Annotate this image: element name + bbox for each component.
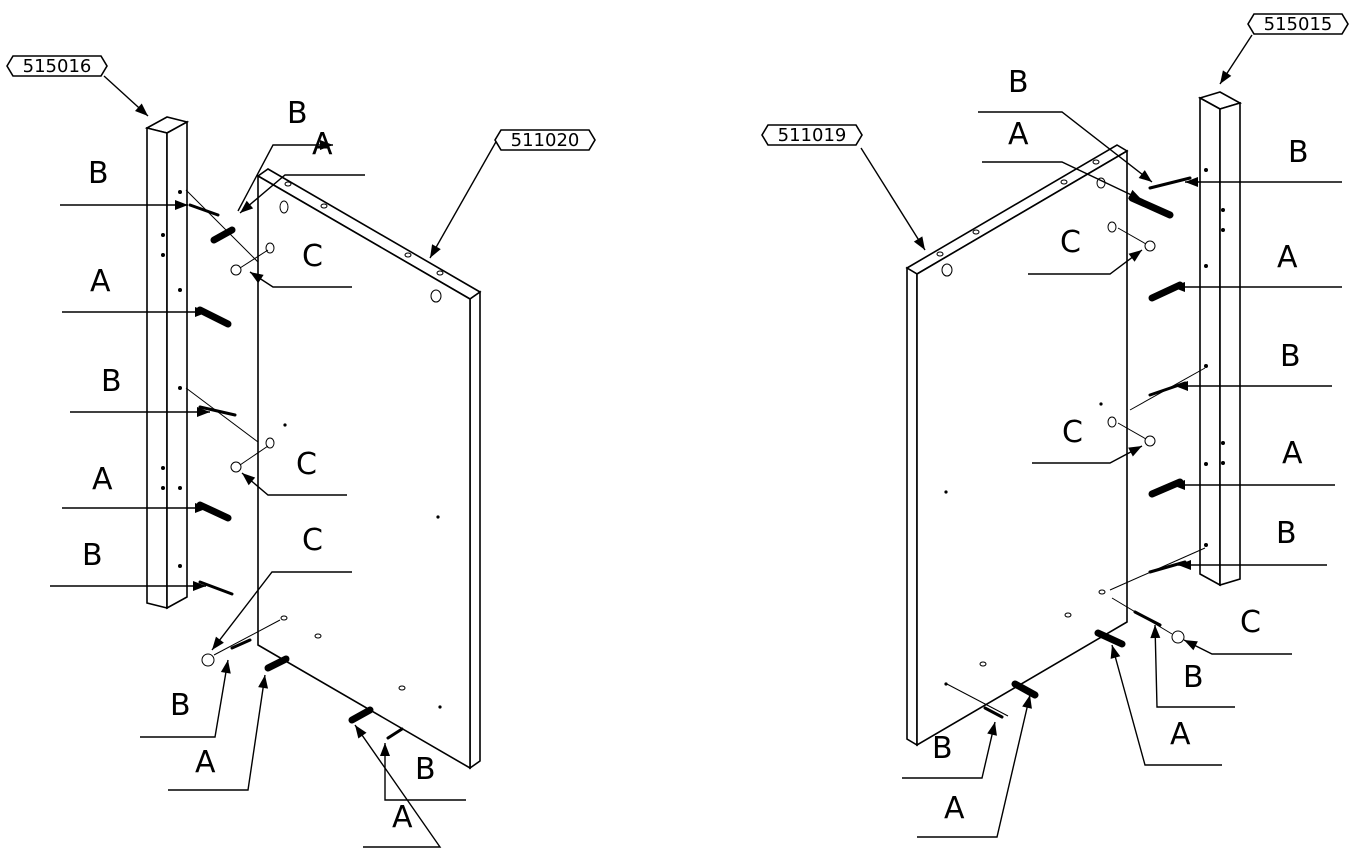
arrowhead bbox=[320, 140, 333, 150]
arrowhead bbox=[220, 660, 231, 674]
letter-b: B bbox=[1183, 660, 1204, 695]
arrowhead bbox=[197, 407, 210, 417]
letter-c: C bbox=[296, 447, 317, 482]
letter-b: B bbox=[1288, 135, 1309, 170]
letter-a: A bbox=[90, 264, 111, 299]
letter-c: C bbox=[1060, 225, 1081, 260]
letter-b: B bbox=[415, 752, 436, 787]
part-number-511019: 511019 bbox=[778, 125, 847, 146]
right-letters: B A B C A B C A B C B A B A bbox=[932, 65, 1309, 826]
arrowhead bbox=[193, 581, 206, 591]
arrowhead bbox=[1138, 170, 1152, 182]
letter-a: A bbox=[1008, 117, 1029, 152]
letter-b: B bbox=[170, 688, 191, 723]
arrowhead bbox=[913, 236, 925, 250]
arrowhead bbox=[240, 200, 254, 213]
arrowhead bbox=[380, 743, 390, 756]
left-fasteners bbox=[185, 189, 404, 740]
letter-b: B bbox=[287, 96, 308, 131]
letter-a: A bbox=[392, 800, 413, 835]
arrowhead bbox=[195, 307, 208, 317]
arrowhead bbox=[212, 636, 224, 650]
part-tag-515016: 515016 bbox=[6, 55, 108, 77]
letter-b: B bbox=[88, 156, 109, 191]
letter-c: C bbox=[302, 523, 323, 558]
letter-c: C bbox=[302, 239, 323, 274]
arrowhead bbox=[430, 244, 441, 258]
letter-b: B bbox=[1276, 516, 1297, 551]
left-assembly: B B A C A B C A C B B A B A 515016 51102… bbox=[6, 55, 596, 848]
part-tag-511020: 511020 bbox=[494, 129, 596, 151]
arrowhead bbox=[242, 473, 256, 486]
part-tag-515015: 515015 bbox=[1247, 13, 1349, 35]
arrowhead bbox=[1150, 625, 1161, 639]
part-tag-511019: 511019 bbox=[761, 124, 863, 146]
right-assembly: B A B C A B C A B C B A B A 511019 51501… bbox=[761, 13, 1349, 838]
right-post bbox=[1197, 91, 1243, 587]
letter-b: B bbox=[932, 731, 953, 766]
letter-c: C bbox=[1240, 605, 1261, 640]
letter-b: B bbox=[82, 538, 103, 573]
arrowhead bbox=[987, 722, 997, 736]
arrowhead bbox=[175, 200, 188, 210]
letter-b: B bbox=[101, 364, 122, 399]
letter-a: A bbox=[1170, 717, 1191, 752]
letter-a: A bbox=[944, 791, 965, 826]
leader-arrowheads bbox=[135, 70, 1232, 756]
arrowhead bbox=[195, 503, 208, 513]
arrowhead bbox=[1175, 381, 1188, 391]
arrowhead bbox=[1128, 250, 1142, 262]
letter-b: B bbox=[1280, 339, 1301, 374]
arrowhead bbox=[1184, 640, 1198, 651]
arrowhead bbox=[1172, 282, 1185, 292]
letter-b: B bbox=[1008, 65, 1029, 100]
arrowhead bbox=[258, 675, 269, 689]
arrowhead bbox=[250, 272, 264, 284]
arrowhead bbox=[1128, 446, 1142, 457]
left-panel bbox=[256, 168, 482, 770]
letter-a: A bbox=[92, 462, 113, 497]
right-fasteners bbox=[944, 176, 1206, 719]
arrowhead bbox=[355, 725, 367, 739]
arrowhead bbox=[1172, 480, 1185, 490]
arrowhead bbox=[1022, 695, 1032, 709]
arrowhead bbox=[1178, 560, 1191, 570]
letter-c: C bbox=[1062, 415, 1083, 450]
part-number-515016: 515016 bbox=[23, 56, 92, 77]
part-number-515015: 515015 bbox=[1264, 14, 1333, 35]
arrowhead bbox=[1220, 70, 1232, 84]
part-number-511020: 511020 bbox=[511, 130, 580, 151]
arrowhead bbox=[1185, 177, 1198, 187]
letter-a: A bbox=[1277, 240, 1298, 275]
arrowhead bbox=[1128, 189, 1142, 200]
arrowhead bbox=[135, 103, 148, 116]
letter-a: A bbox=[195, 745, 216, 780]
left-post bbox=[144, 116, 190, 610]
right-panel bbox=[905, 144, 1129, 747]
letter-a: A bbox=[1282, 436, 1303, 471]
arrowhead bbox=[1110, 645, 1121, 659]
